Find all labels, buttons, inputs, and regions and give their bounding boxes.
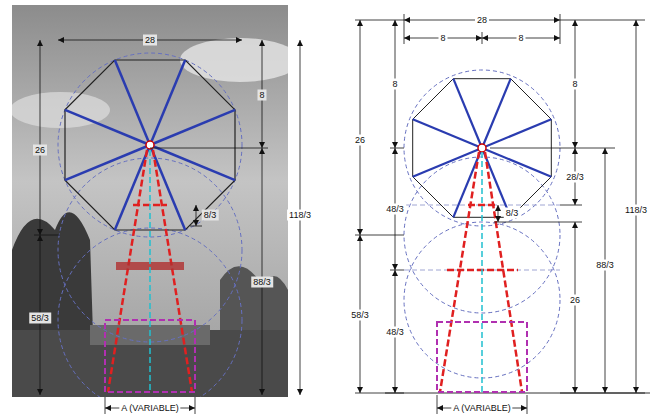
dimension-label: 48/3	[384, 327, 406, 338]
dimension-label: 8	[570, 79, 579, 90]
dimension-label: A (VARIABLE)	[451, 403, 512, 414]
photo-panel	[10, 5, 300, 414]
dimension-label: 118/3	[623, 205, 649, 216]
dimension-label: 26	[353, 135, 367, 146]
dimension-label: 28	[475, 15, 489, 26]
dimension-label: 8	[257, 90, 266, 101]
line-drawing	[355, 14, 650, 414]
dimension-label: 8/3	[504, 208, 521, 219]
dimension-label: 8	[438, 33, 447, 44]
dimension-label: 8	[390, 79, 399, 90]
dimension-label: 48/3	[384, 204, 406, 215]
dimension-label: 8	[516, 33, 525, 44]
dimension-label: 8/3	[202, 210, 219, 221]
dimension-label: 28	[143, 35, 157, 46]
dimension-label: 58/3	[29, 313, 51, 324]
dimension-label: 28/3	[564, 172, 586, 183]
dimension-label: 26	[568, 295, 582, 306]
dimension-label: 118/3	[287, 210, 313, 221]
dimension-label: 88/3	[251, 277, 273, 288]
dimension-label: 26	[33, 145, 47, 156]
dimension-label: 88/3	[594, 260, 616, 271]
dimension-label: 58/3	[349, 310, 371, 321]
dimension-label: A (VARIABLE)	[119, 403, 180, 414]
